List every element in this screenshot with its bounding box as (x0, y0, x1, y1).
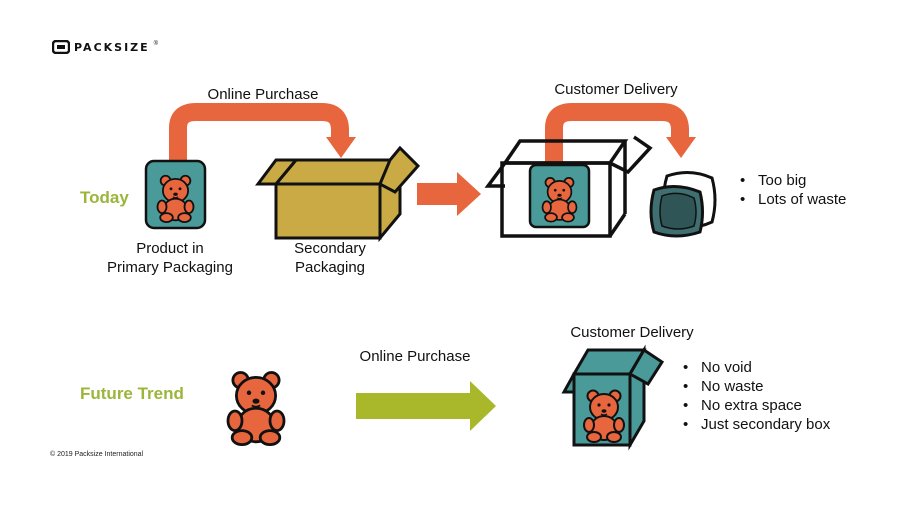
secondary-label-line-1: Secondary (294, 240, 366, 257)
loose-bear-icon (226, 371, 286, 447)
future-bullet-item: Just secondary box (683, 415, 830, 434)
today-bullet-item: Lots of waste (740, 190, 846, 209)
trademark-mark: ® (153, 41, 159, 47)
product-label-line-2: Primary Packaging (107, 259, 233, 276)
secondary-packaging-box-icon (255, 145, 421, 243)
today-customer-delivery-label: Customer Delivery (554, 81, 678, 98)
future-trend-label: Future Trend (80, 384, 184, 403)
future-online-purchase-label: Online Purchase (359, 348, 471, 365)
copyright-text: © 2019 Packsize International (50, 451, 144, 458)
future-bullet-list: No void No waste No extra space Just sec… (683, 358, 830, 434)
secondary-label-line-2: Packaging (294, 259, 366, 276)
today-label: Today (80, 188, 129, 207)
packsize-logo-icon (52, 40, 70, 54)
today-bullet-list: Too big Lots of waste (740, 171, 846, 209)
future-bullet-item: No extra space (683, 396, 830, 415)
today-bullet-item: Too big (740, 171, 846, 190)
packsize-logo: PACKSIZE ® (52, 40, 158, 54)
today-online-purchase-label: Online Purchase (207, 86, 319, 103)
right-sized-box-icon (561, 344, 665, 451)
future-bullet-item: No waste (683, 377, 830, 396)
secondary-packaging-label: Secondary Packaging (270, 239, 390, 277)
oversized-shipping-box-icon (484, 135, 653, 238)
future-customer-delivery-label: Customer Delivery (570, 324, 694, 341)
primary-package-bear-icon (144, 159, 207, 230)
product-label-line-1: Product in (136, 240, 204, 257)
product-primary-packaging-label: Product in Primary Packaging (95, 239, 245, 277)
online-purchase-curved-arrow (169, 103, 356, 160)
waste-air-pillows-icon (649, 171, 717, 238)
customer-delivery-curved-arrow (545, 103, 696, 170)
future-bullet-item: No void (683, 358, 830, 377)
straight-orange-arrow (417, 172, 481, 216)
straight-green-arrow (356, 381, 496, 431)
packsize-wordmark: PACKSIZE (74, 40, 150, 54)
